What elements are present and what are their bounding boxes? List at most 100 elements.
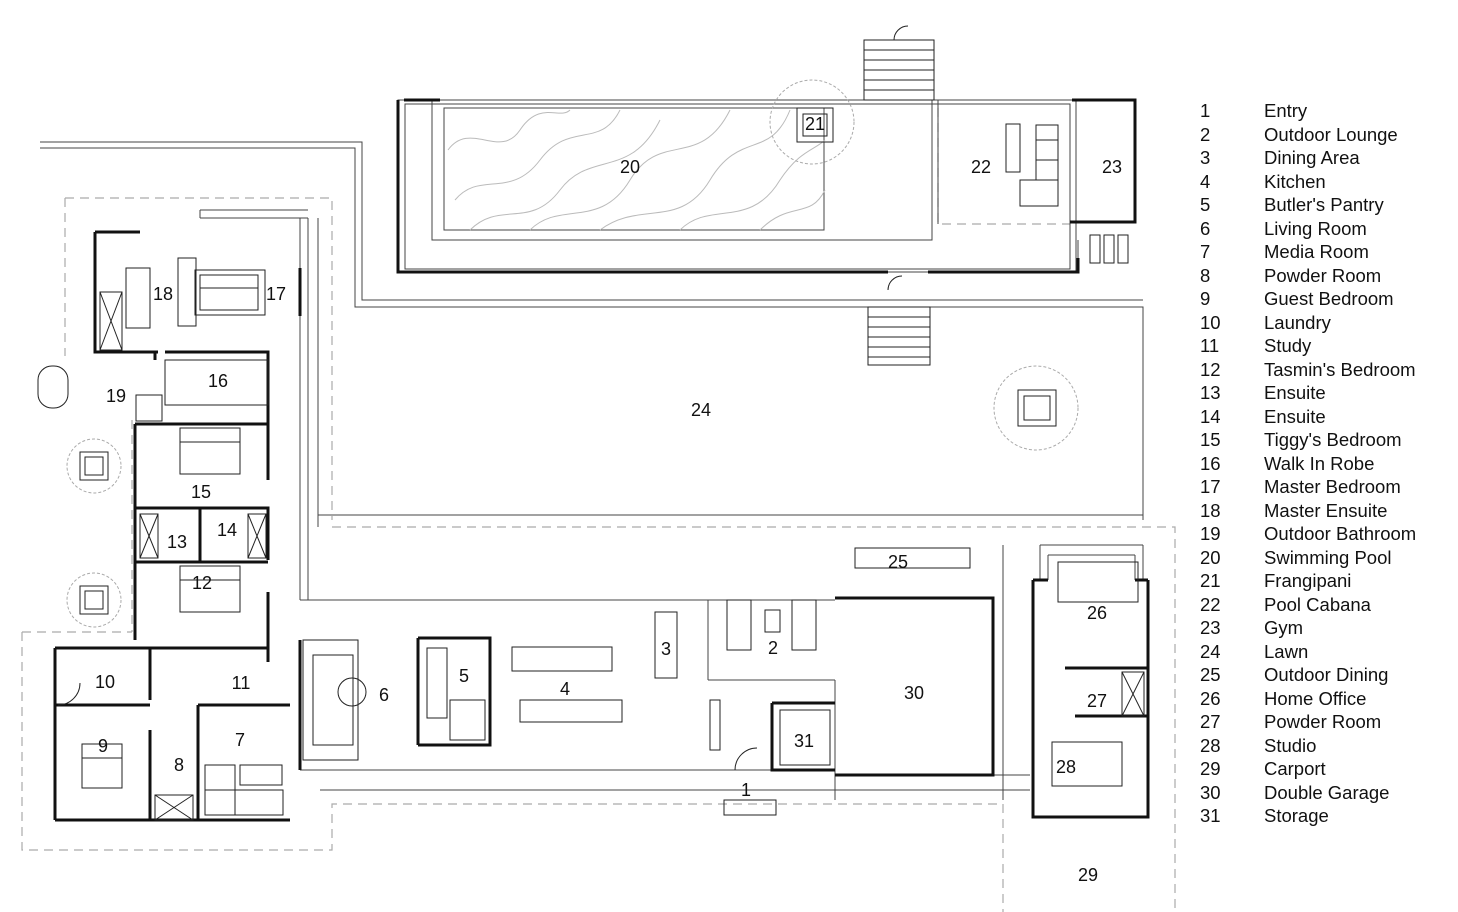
legend-room-name: Laundry <box>1264 311 1331 333</box>
legend-number: 23 <box>1200 617 1221 638</box>
legend-number: 22 <box>1200 593 1221 615</box>
pool-water-lines <box>447 109 826 231</box>
room-label-30: 30 <box>904 683 924 703</box>
room-label-13: 13 <box>167 532 187 552</box>
legend-number: 21 <box>1200 570 1221 591</box>
legend-number: 26 <box>1200 687 1221 709</box>
legend-row: 26 Home Office <box>1200 687 1450 711</box>
room-label-9: 9 <box>98 736 108 756</box>
room-label-7: 7 <box>235 730 245 750</box>
legend-number: 28 <box>1200 734 1221 756</box>
legend-row: 7 Media Room <box>1200 240 1450 264</box>
room-label-26: 26 <box>1087 603 1107 623</box>
legend-room-name: Double Garage <box>1264 781 1390 803</box>
legend-number: 1 <box>1200 100 1211 121</box>
room-label-31: 31 <box>794 731 814 751</box>
room-label-1: 1 <box>741 780 751 800</box>
legend-row: 3 Dining Area <box>1200 146 1450 170</box>
legend-row: 31 Storage <box>1200 804 1450 828</box>
legend-row: 23 Gym <box>1200 616 1450 640</box>
site-boundary-lines <box>21 108 1176 912</box>
legend-number: 6 <box>1200 217 1211 239</box>
legend-room-name: Outdoor Dining <box>1264 664 1389 685</box>
legend-row: 1 Entry <box>1200 99 1450 123</box>
legend-number: 3 <box>1200 147 1211 168</box>
legend-number: 18 <box>1200 499 1221 521</box>
legend-number: 24 <box>1200 640 1221 662</box>
legend-room-name: Frangipani <box>1264 570 1352 591</box>
legend-room-name: Home Office <box>1264 687 1367 709</box>
room-label-25: 25 <box>888 552 908 572</box>
room-label-5: 5 <box>459 666 469 686</box>
legend-row: 15 Tiggy's Bedroom <box>1200 428 1450 452</box>
legend-room-name: Powder Room <box>1264 711 1382 732</box>
legend-number: 4 <box>1200 170 1211 192</box>
legend-row: 12 Tasmin's Bedroom <box>1200 358 1450 382</box>
room-label-22: 22 <box>971 157 991 177</box>
room-label-18: 18 <box>153 284 173 304</box>
legend-number: 31 <box>1200 805 1221 826</box>
legend-room-name: Outdoor Lounge <box>1264 123 1398 145</box>
legend-number: 7 <box>1200 241 1211 262</box>
legend-number: 27 <box>1200 711 1221 732</box>
room-label-11: 11 <box>232 673 251 693</box>
legend-number: 12 <box>1200 358 1221 380</box>
legend-room-name: Entry <box>1264 100 1308 121</box>
room-label-21: 21 <box>805 114 825 134</box>
planters <box>79 107 1057 615</box>
room-label-15: 15 <box>191 482 211 502</box>
legend-number: 19 <box>1200 523 1221 544</box>
legend-room-name: Study <box>1264 335 1312 356</box>
legend-number: 2 <box>1200 123 1211 145</box>
legend-room-name: Dining Area <box>1264 147 1360 168</box>
legend-room-name: Tiggy's Bedroom <box>1264 429 1402 450</box>
legend-number: 10 <box>1200 311 1221 333</box>
legend-number: 15 <box>1200 429 1221 450</box>
legend-room-name: Ensuite <box>1264 405 1326 427</box>
room-label-10: 10 <box>95 672 115 692</box>
legend-number: 9 <box>1200 288 1211 309</box>
legend-row: 5 Butler's Pantry <box>1200 193 1450 217</box>
legend-row: 21 Frangipani <box>1200 569 1450 593</box>
legend-room-name: Storage <box>1264 805 1329 826</box>
legend-room-name: Guest Bedroom <box>1264 288 1394 309</box>
room-label-14: 14 <box>217 520 237 540</box>
legend-row: 24 Lawn <box>1200 640 1450 664</box>
room-label-23: 23 <box>1102 157 1122 177</box>
legend-number: 13 <box>1200 382 1221 403</box>
room-label-20: 20 <box>620 157 640 177</box>
legend-number: 5 <box>1200 194 1211 215</box>
walls <box>53 98 1150 822</box>
room-label-29: 29 <box>1078 865 1098 885</box>
legend-room-name: Media Room <box>1264 241 1369 262</box>
legend-room-name: Tasmin's Bedroom <box>1264 358 1416 380</box>
room-label-4: 4 <box>560 679 570 699</box>
legend-room-name: Kitchen <box>1264 170 1326 192</box>
legend-room-name: Lawn <box>1264 640 1309 662</box>
legend-number: 20 <box>1200 546 1221 568</box>
legend-room-name: Ensuite <box>1264 382 1326 403</box>
legend-number: 17 <box>1200 476 1221 497</box>
room-label-16: 16 <box>208 371 228 391</box>
legend-row: 13 Ensuite <box>1200 381 1450 405</box>
room-label-17: 17 <box>266 284 286 304</box>
legend-room-name: Gym <box>1264 617 1304 638</box>
legend-room-name: Butler's Pantry <box>1264 194 1384 215</box>
room-label-27: 27 <box>1087 691 1107 711</box>
room-label-8: 8 <box>174 755 184 775</box>
legend-row: 27 Powder Room <box>1200 710 1450 734</box>
room-label-28: 28 <box>1056 757 1076 777</box>
legend-row: 4 Kitchen <box>1200 170 1450 194</box>
